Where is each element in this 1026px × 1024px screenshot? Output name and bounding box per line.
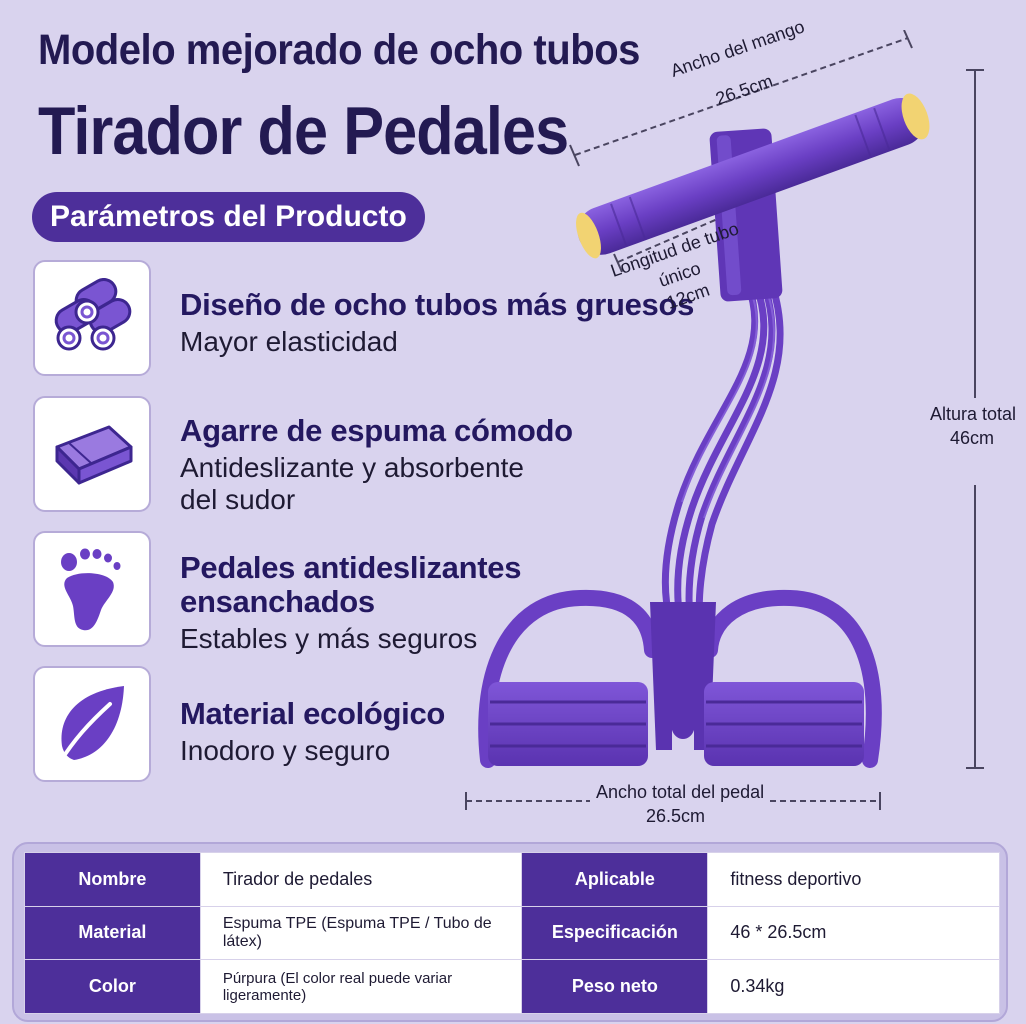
pedal-width-value: 26.5cm <box>646 806 706 826</box>
spec-key: Nombre <box>24 852 201 907</box>
table-row: Color Púrpura (El color real puede varia… <box>24 959 1000 1014</box>
spec-value: fitness deportivo <box>707 852 1000 907</box>
feature-desc: Antideslizante y absorbente <box>180 452 524 483</box>
handle-width-dimension <box>569 30 913 167</box>
left-pedal <box>488 682 648 766</box>
feature-title: Diseño de ocho tubos más gruesos <box>180 287 695 322</box>
right-pedal <box>704 682 864 766</box>
params-badge: Parámetros del Producto <box>32 192 425 242</box>
spec-key: Aplicable <box>521 852 709 907</box>
spec-key: Especificación <box>521 905 709 961</box>
spec-key: Material <box>24 905 201 961</box>
feature-title: Agarre de espuma cómodo <box>180 413 573 448</box>
elastic-tubes <box>661 281 784 624</box>
pedal-width-label: Ancho total del pedal <box>596 782 765 802</box>
foam-grip-icon <box>55 425 133 485</box>
table-row: Material Espuma TPE (Espuma TPE / Tubo d… <box>24 905 1000 961</box>
feature-card-grip <box>33 396 151 512</box>
spec-value: Púrpura (El color real puede variar lige… <box>199 959 523 1014</box>
spec-key: Peso neto <box>521 959 709 1014</box>
feature-card-pedals <box>33 531 151 647</box>
spec-table-panel: Nombre Tirador de pedales Aplicable fitn… <box>12 842 1008 1022</box>
spec-value: 0.34kg <box>707 959 1000 1014</box>
feature-desc: Mayor elasticidad <box>180 326 398 357</box>
table-row: Nombre Tirador de pedales Aplicable fitn… <box>24 852 1000 907</box>
feature-title: ensanchados <box>180 584 375 619</box>
total-height-label: Altura total <box>930 404 1017 424</box>
spec-key: Color <box>24 959 201 1014</box>
spec-value: Espuma TPE (Espuma TPE / Tubo de látex) <box>199 905 523 961</box>
total-height-dimension <box>966 69 984 769</box>
feature-title: Material ecológico <box>180 696 446 731</box>
pedal-width-dimension <box>465 792 881 810</box>
feature-card-eco <box>33 666 151 782</box>
feature-title: Pedales antideslizantes <box>180 550 522 585</box>
spec-value: Tirador de pedales <box>199 852 523 907</box>
feature-card-tubes <box>33 260 151 376</box>
feature-desc: Inodoro y seguro <box>180 735 391 766</box>
subtitle: Modelo mejorado de ocho tubos <box>38 26 640 74</box>
feature-desc: Estables y más seguros <box>180 623 478 654</box>
foam-handle <box>576 93 930 259</box>
spec-value: 46 * 26.5cm <box>707 905 1000 961</box>
product-illustration <box>465 30 984 810</box>
feature-desc: del sudor <box>180 484 296 515</box>
spec-table: Nombre Tirador de pedales Aplicable fitn… <box>24 852 1000 1014</box>
page-title: Tirador de Pedales <box>38 93 569 169</box>
leaf-icon <box>58 686 124 764</box>
tubes-icon <box>54 278 132 351</box>
footprint-icon <box>61 548 121 631</box>
total-height-value: 46cm <box>950 428 995 448</box>
